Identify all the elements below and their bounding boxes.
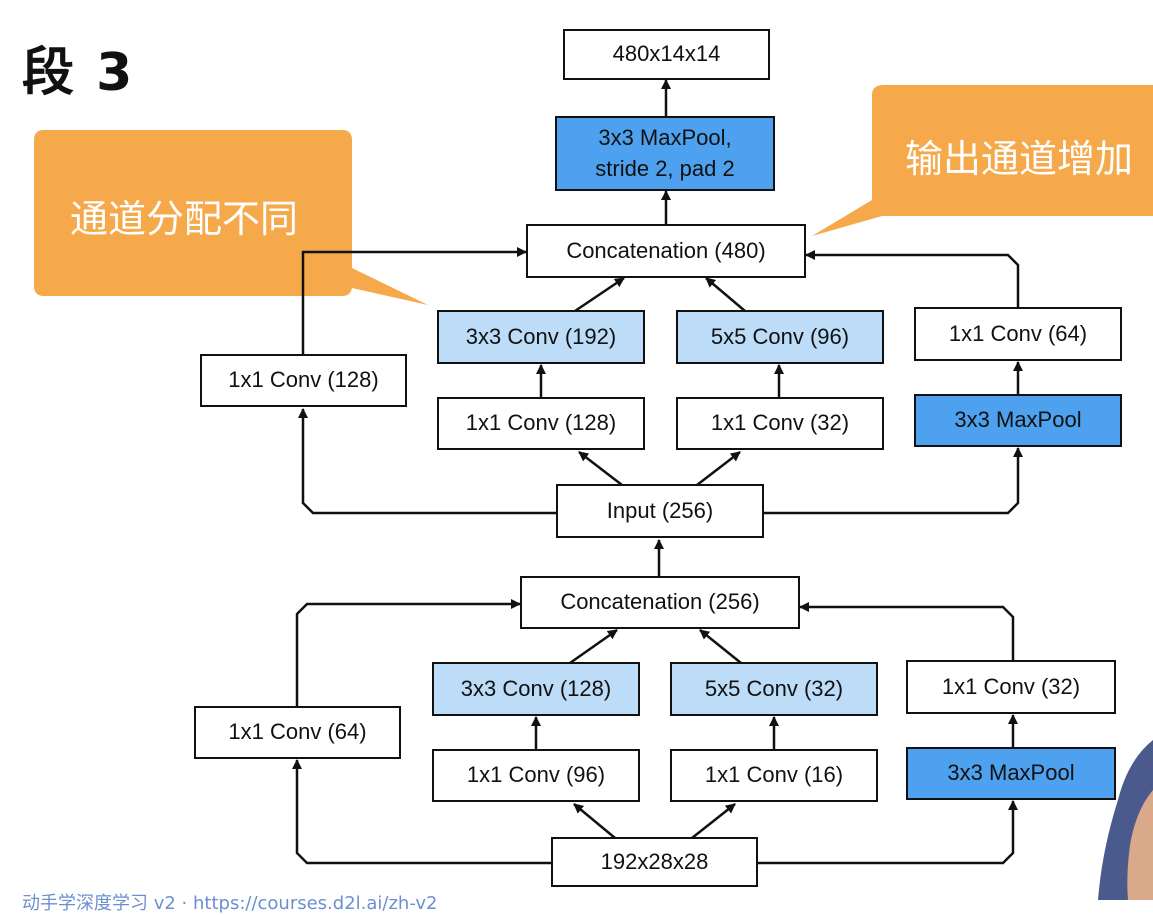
upper-path4-conv-node: 1x1 Conv (64)	[914, 307, 1122, 361]
edge-input-path2	[578, 451, 623, 486]
lower-path3-reduce-node: 1x1 Conv (16)	[670, 749, 878, 802]
edge-path1-concat	[301, 247, 527, 355]
edge-input-path1	[298, 408, 557, 515]
edge-path2-concat	[574, 276, 625, 313]
maxpool-stride2-node: 3x3 MaxPool, stride 2, pad 2	[555, 116, 775, 191]
callout-left-bubble	[34, 130, 428, 305]
lower-path4-pool-node: 3x3 MaxPool	[906, 747, 1116, 800]
edge-path4-concat	[805, 250, 1020, 308]
upper-path3-conv-node: 5x5 Conv (96)	[676, 310, 884, 364]
edge-lower-input-path1	[292, 759, 552, 865]
output-node: 480x14x14	[563, 29, 770, 80]
lower-path2-reduce-node: 1x1 Conv (96)	[432, 749, 640, 802]
edge-lower-input-path4	[757, 800, 1018, 865]
upper-path4-pool-node: 3x3 MaxPool	[914, 394, 1122, 447]
edge-lower-path2-concat	[569, 628, 618, 665]
upper-path2-reduce-node: 1x1 Conv (128)	[437, 397, 645, 450]
edge-lower-input-path3	[691, 803, 736, 839]
edge-lower-path4-concat	[799, 602, 1015, 661]
concat-256-node: Concatenation (256)	[520, 576, 800, 629]
input-256-node: Input (256)	[556, 484, 764, 538]
edge-path3-concat	[705, 277, 746, 312]
callout-left-text: 通道分配不同	[70, 197, 299, 241]
lower-path1-conv-node: 1x1 Conv (64)	[194, 706, 401, 759]
input-192x28x28-node: 192x28x28	[551, 837, 758, 887]
callout-right-text: 输出通道增加	[905, 137, 1134, 181]
edge-lower-path3-concat	[699, 629, 742, 664]
edge-lower-path1-concat	[295, 599, 521, 706]
edge-lower-input-path2	[573, 803, 616, 839]
lower-path4-conv-node: 1x1 Conv (32)	[906, 660, 1116, 714]
callout-right-bubble	[812, 85, 1153, 236]
upper-path2-conv-node: 3x3 Conv (192)	[437, 310, 645, 364]
edge-input-path3	[696, 451, 741, 486]
presenter-figure	[1098, 740, 1153, 900]
lower-path3-conv-node: 5x5 Conv (32)	[670, 662, 878, 716]
edge-input-path4	[763, 447, 1023, 515]
upper-path3-reduce-node: 1x1 Conv (32)	[676, 397, 884, 450]
concat-480-node: Concatenation (480)	[526, 224, 806, 278]
page-title: 段 3	[22, 43, 135, 103]
lower-path2-conv-node: 3x3 Conv (128)	[432, 662, 640, 716]
footer-caption: 动手学深度学习 v2 · https://courses.d2l.ai/zh-v…	[22, 893, 438, 914]
upper-path1-conv-node: 1x1 Conv (128)	[200, 354, 407, 407]
